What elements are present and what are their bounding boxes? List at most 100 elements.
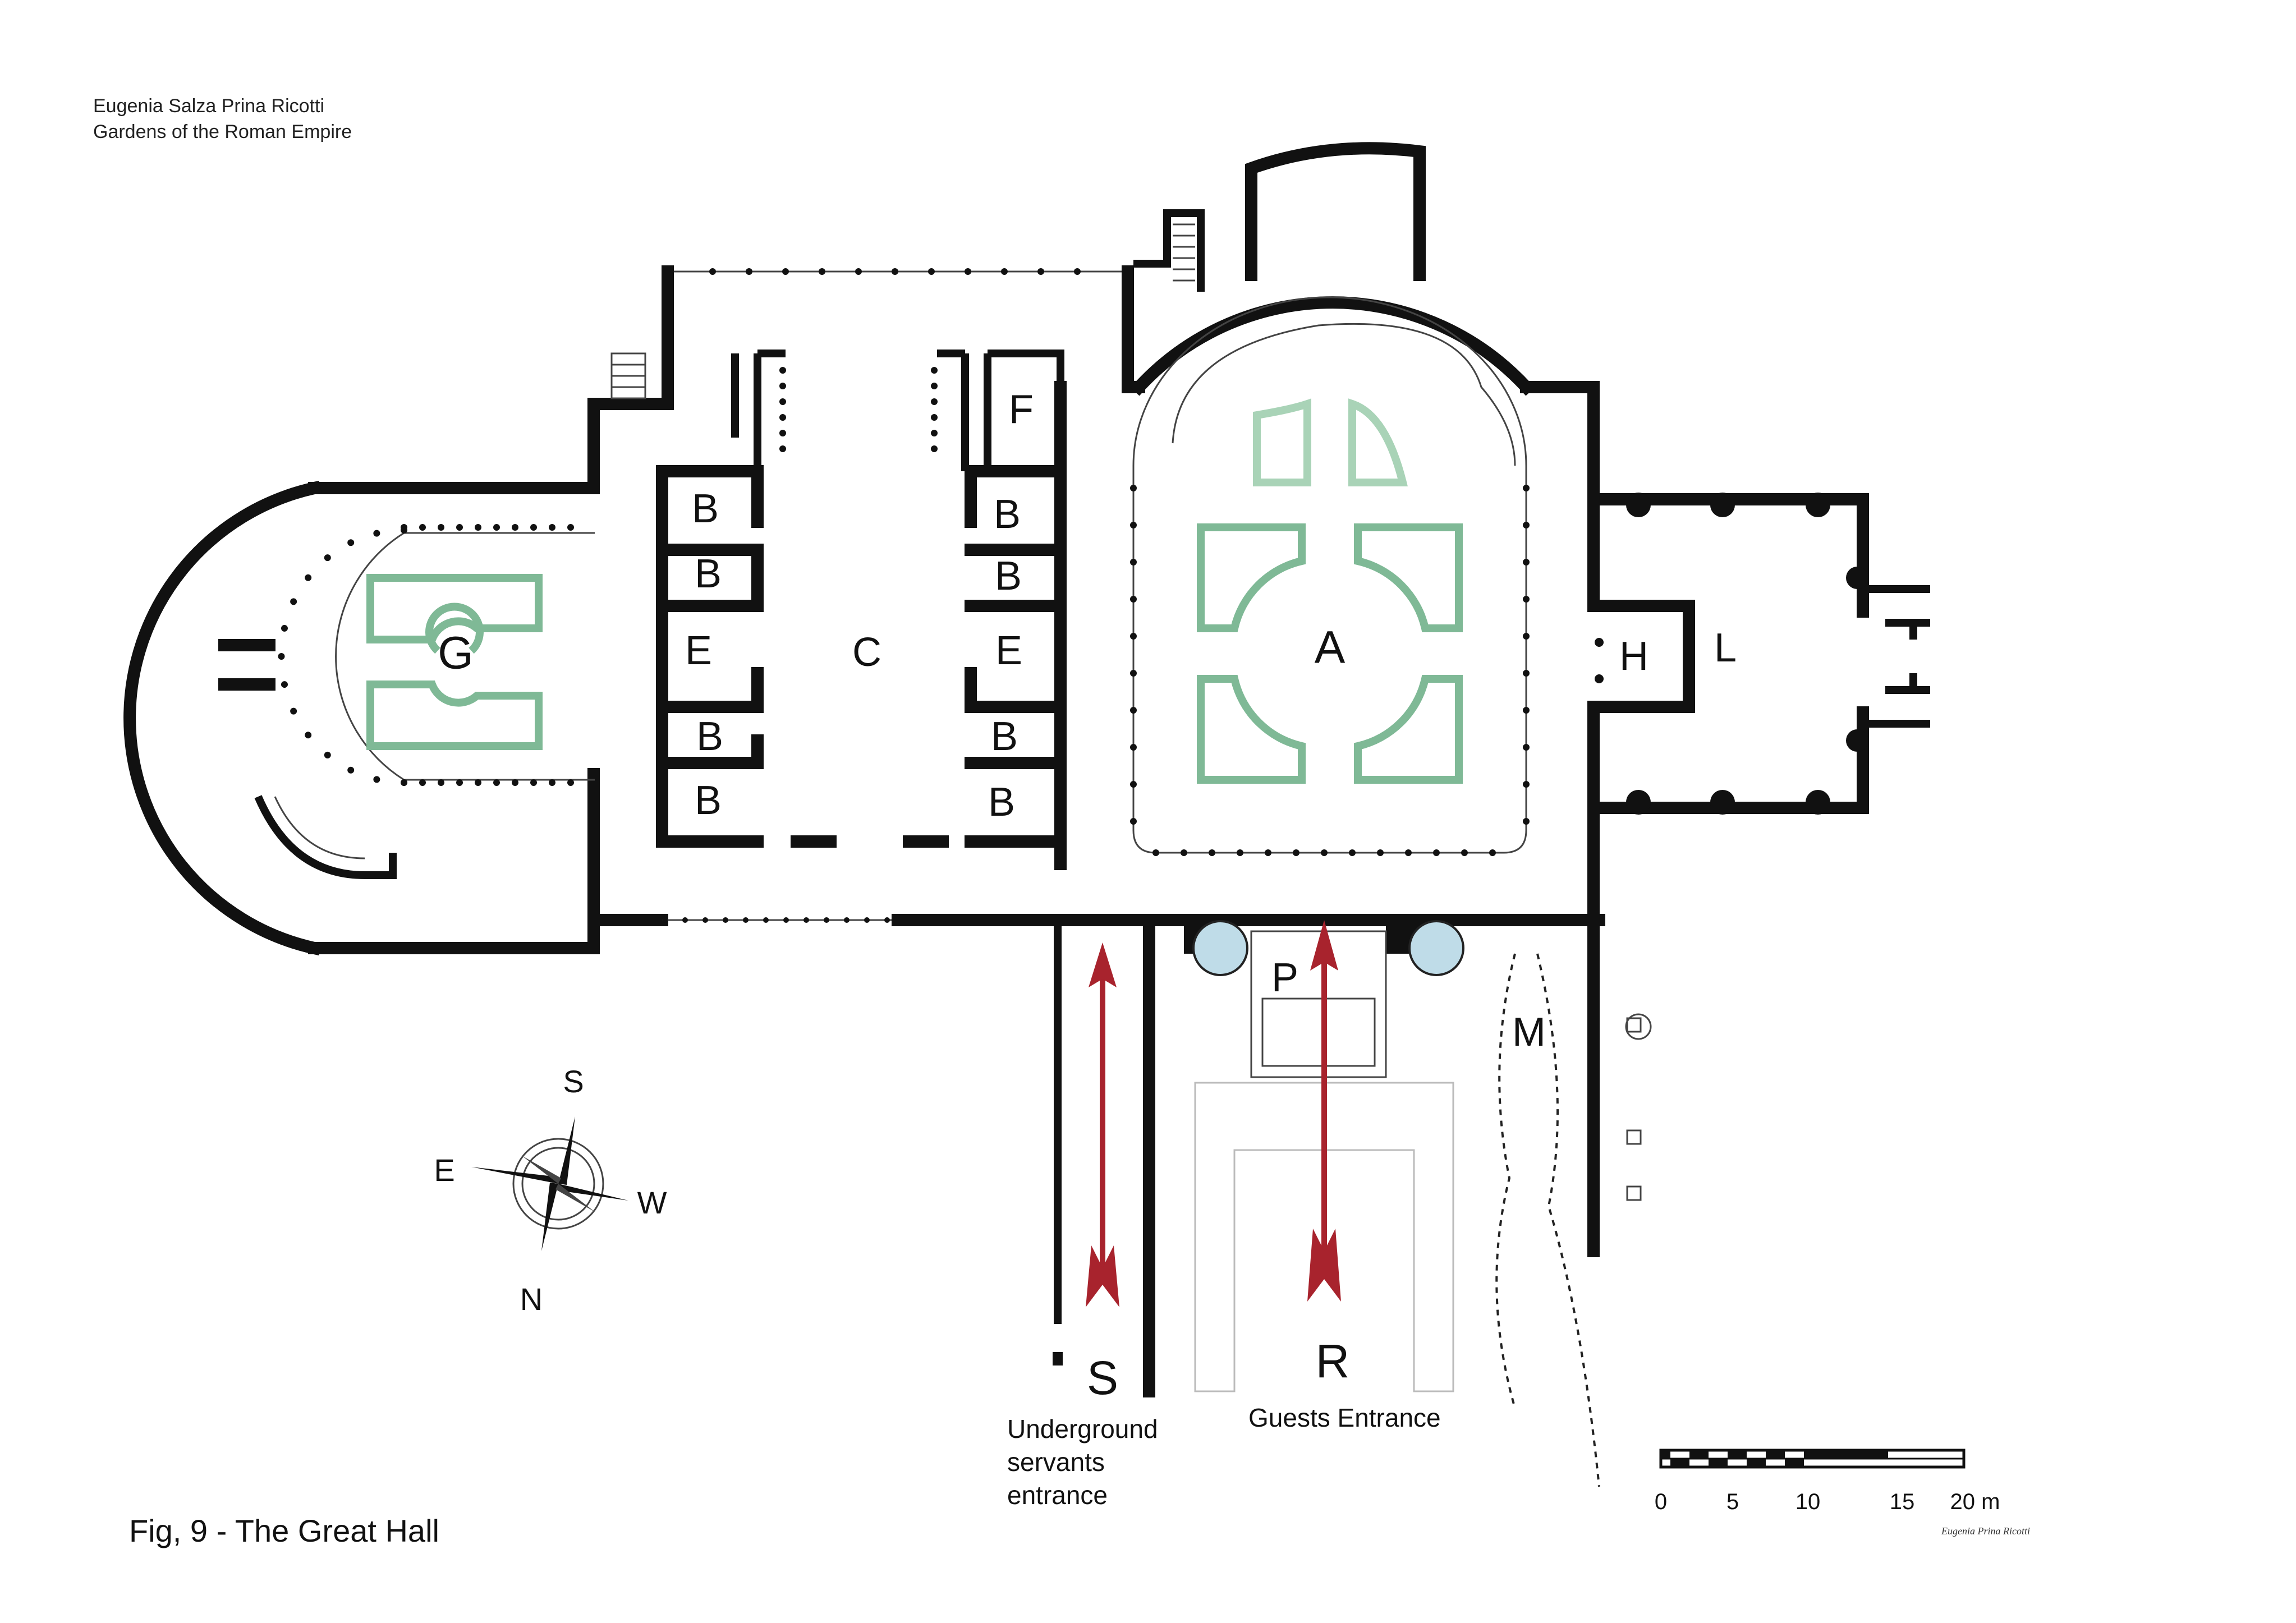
scale-label-0: 0	[1655, 1489, 1667, 1514]
room-f-label: F	[1009, 387, 1034, 432]
column	[530, 524, 537, 531]
room-b3-wall	[656, 734, 764, 769]
scale-check	[1728, 1450, 1737, 1459]
scale-check	[1709, 1459, 1718, 1467]
scale-label-20: 20 m	[1950, 1489, 2000, 1514]
column	[779, 414, 786, 421]
scale-check	[1794, 1459, 1804, 1467]
rooms-h-l: H L	[1587, 493, 1930, 815]
column	[779, 445, 786, 452]
garden-a-bed-sw	[1197, 675, 1306, 784]
credit-book: Gardens of the Roman Empire	[93, 121, 352, 142]
column	[493, 524, 500, 531]
room-e1-label: E	[685, 628, 712, 673]
signature: Eugenia Prina Ricotti	[1941, 1525, 2030, 1537]
column	[278, 653, 285, 660]
column	[549, 779, 555, 786]
column	[1523, 559, 1530, 565]
column	[1433, 849, 1440, 856]
top-exedra-wall	[1245, 142, 1426, 281]
courtyard-a-colonnade	[1130, 485, 1530, 856]
column	[892, 268, 898, 275]
column	[662, 917, 668, 923]
garden-g-colonnade	[278, 524, 574, 786]
column	[1074, 268, 1081, 275]
column	[305, 732, 312, 739]
column	[456, 779, 463, 786]
compass-needle-west	[558, 1184, 628, 1201]
room-b2-label: B	[695, 551, 722, 596]
column	[373, 530, 380, 537]
garden-a-bed-se	[1354, 675, 1463, 784]
guests-entrance-letter: R	[1316, 1335, 1350, 1387]
column	[373, 776, 380, 783]
column	[743, 917, 749, 923]
column	[1293, 849, 1299, 856]
column	[931, 398, 938, 405]
column	[1349, 849, 1356, 856]
column	[803, 917, 809, 923]
hall-colonnades	[662, 268, 1081, 923]
lower-left-stair-wall	[254, 795, 397, 879]
scale-label-10: 10	[1796, 1489, 1821, 1514]
room-b6-label: B	[995, 554, 1022, 599]
column	[1237, 849, 1243, 856]
column	[475, 779, 481, 786]
servants-caption-line-1: Underground	[1007, 1414, 1158, 1443]
column	[723, 917, 728, 923]
vestibule-p	[1250, 930, 1387, 1078]
column	[682, 917, 688, 923]
room-c-label: C	[852, 630, 881, 675]
garden-g: G	[278, 524, 595, 786]
room-b5-wall	[965, 465, 1067, 528]
column	[1130, 633, 1137, 640]
column	[401, 527, 407, 534]
column	[1130, 781, 1137, 788]
room-b3-label: B	[696, 714, 723, 759]
compass-needle-east	[471, 1167, 558, 1184]
credit-author: Eugenia Salza Prina Ricotti	[93, 95, 324, 117]
column	[512, 779, 518, 786]
column	[931, 445, 938, 452]
scale-check	[1661, 1450, 1670, 1459]
column	[438, 779, 444, 786]
column	[1523, 781, 1530, 788]
scale-check	[1804, 1450, 1813, 1459]
left-wing-upper-wall	[308, 265, 674, 494]
scale-check	[1718, 1459, 1728, 1467]
fountain-left	[1192, 920, 1248, 976]
column	[324, 751, 331, 758]
column	[1130, 707, 1137, 714]
column	[1523, 485, 1530, 491]
central-hall: B B E B B C F B B E B B	[656, 268, 1081, 923]
left-upper-stair	[610, 352, 646, 399]
column	[290, 707, 297, 715]
scale-label-15: 15	[1890, 1489, 1915, 1514]
column	[475, 524, 481, 531]
garden-a-bed-apse-right	[1348, 398, 1408, 486]
column	[702, 917, 708, 923]
garden-a-bed-ne	[1354, 523, 1463, 632]
column	[347, 539, 355, 546]
servants-entrance-letter: S	[1087, 1351, 1118, 1404]
garden-a-bed-nw	[1197, 523, 1306, 632]
room-b2-wall	[656, 544, 764, 612]
scale-check	[1785, 1459, 1794, 1467]
column	[779, 383, 786, 389]
scale-bar-checks	[1661, 1450, 1888, 1467]
column	[512, 524, 518, 531]
column	[965, 268, 971, 275]
column	[438, 524, 444, 531]
courtyard-apse-wall	[1130, 296, 1535, 396]
entrance-corridors: P M S R Underground servants entrance Gu…	[1007, 919, 1652, 1510]
scale-check	[1766, 1450, 1775, 1459]
credit-block: Eugenia Salza Prina Ricotti Gardens of t…	[93, 95, 352, 142]
column	[1523, 818, 1530, 825]
fountain-right	[1408, 920, 1464, 976]
column	[931, 367, 938, 374]
compass-west-label: W	[637, 1185, 667, 1220]
courtyard-a-inner-line	[1132, 296, 1527, 854]
scale-segment	[1812, 1450, 1888, 1459]
column	[763, 917, 769, 923]
